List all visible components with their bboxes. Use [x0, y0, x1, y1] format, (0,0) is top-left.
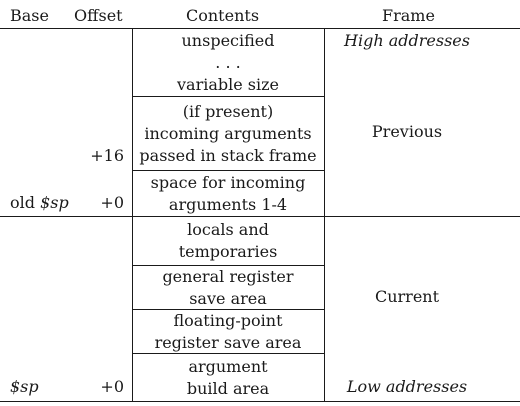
- header-rule: [0, 28, 520, 29]
- cell-line: unspecified: [181, 30, 275, 50]
- cell-unspecified: unspecified . . . variable size: [132, 29, 324, 96]
- offset-plus-0: +0: [100, 377, 124, 396]
- offset-plus-0-old: +0: [100, 193, 124, 212]
- frame-low-addresses: Low addresses: [346, 377, 468, 396]
- contents-left-border: [132, 28, 133, 402]
- cell-line: arguments 1-4: [168, 194, 288, 214]
- base-old-prefix: old: [10, 193, 41, 212]
- cell-line: floating-point: [173, 310, 283, 330]
- frame-current: Current: [374, 287, 440, 306]
- cell-argument-build: argument build area: [132, 354, 324, 401]
- cell-line: temporaries: [178, 242, 278, 261]
- cell-line: locals and: [187, 220, 269, 239]
- cell-line: argument: [188, 356, 268, 376]
- cell-line: variable size: [176, 74, 280, 94]
- cell-line: passed in stack frame: [139, 145, 317, 165]
- base-sp: $sp: [10, 377, 39, 396]
- frame-previous: Previous: [371, 122, 443, 141]
- offset-plus-16: +16: [90, 146, 124, 165]
- cell-divider-3: [132, 265, 324, 266]
- cell-line: (if present): [182, 101, 274, 121]
- cell-floating-point: floating-point register save area: [132, 310, 324, 353]
- cell-line: build area: [186, 378, 270, 398]
- header-base: Base: [10, 6, 49, 25]
- cell-general-register: general register save area: [132, 266, 324, 309]
- cell-line: space for incoming: [150, 172, 306, 192]
- header-contents: Contents: [186, 6, 260, 25]
- header-frame: Frame: [382, 6, 435, 25]
- base-old-sp: old $sp: [10, 192, 69, 214]
- cell-line: incoming arguments: [144, 123, 312, 143]
- cell-incoming-arguments: (if present) incoming arguments passed i…: [132, 97, 324, 170]
- cell-line: . . .: [215, 52, 241, 72]
- cell-divider-2: [132, 170, 324, 171]
- cell-line: register save area: [154, 332, 302, 352]
- bottom-rule: [0, 401, 520, 402]
- cell-space-incoming: space for incoming arguments 1-4: [132, 171, 324, 216]
- cell-divider-4: [132, 309, 324, 310]
- cell-locals: locals and temporaries: [132, 217, 324, 265]
- frame-divider: [0, 216, 520, 217]
- contents-right-border: [324, 28, 325, 402]
- header-offset: Offset: [74, 6, 123, 25]
- cell-line: save area: [189, 288, 267, 308]
- base-old-register: $sp: [40, 193, 69, 212]
- cell-line: general register: [162, 266, 294, 286]
- cell-divider-5: [132, 353, 324, 354]
- frame-high-addresses: High addresses: [344, 31, 470, 50]
- cell-divider-1: [132, 96, 324, 97]
